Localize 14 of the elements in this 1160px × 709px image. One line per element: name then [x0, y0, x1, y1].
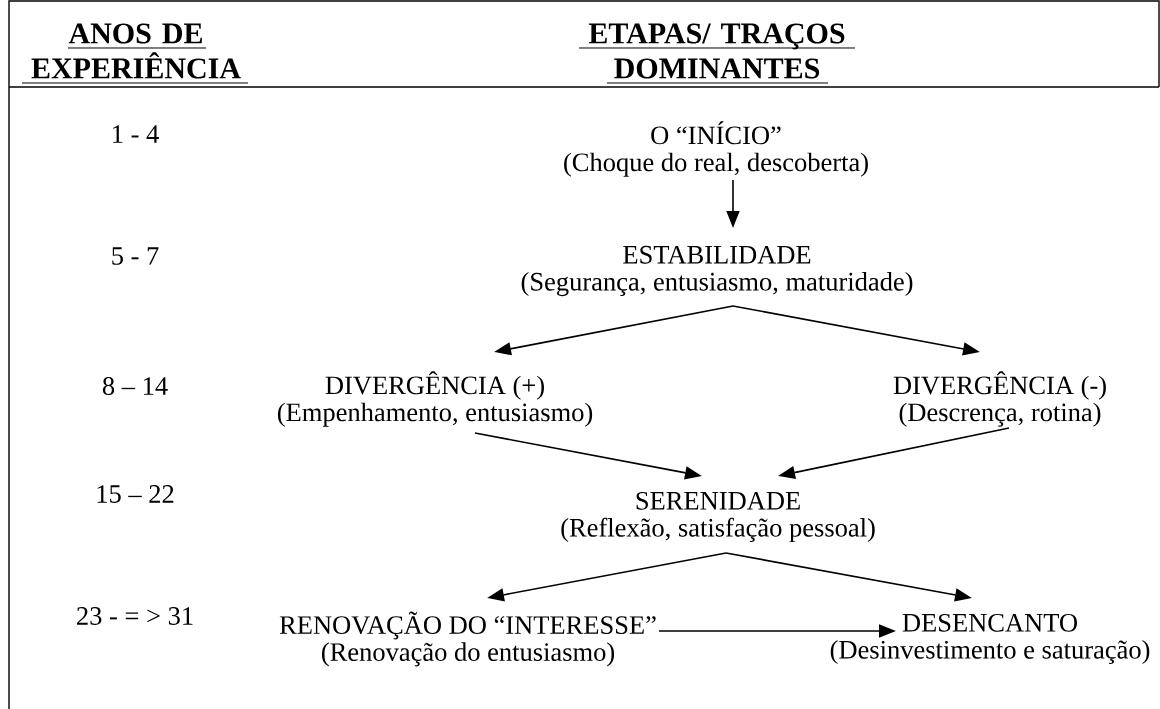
year-range: 1 - 4: [113, 125, 159, 143]
stage-text: SERENIDADE (Reflexão, satisfação pessoal): [561, 491, 875, 543]
column-header: ANOS DE EXPERIÊNCIA: [31, 23, 241, 79]
year-range: 8 – 14: [102, 377, 168, 395]
stage-text: DESENCANTO (Desinvestimento e saturação): [830, 613, 1150, 665]
stage-text: ESTABILIDADE (Segurança, entusiasmo, maturidade): [521, 245, 913, 297]
year-range: 5 - 7: [112, 247, 159, 265]
column-header: ETAPAS/ TRAÇOS DOMINANTES: [588, 23, 845, 79]
stage-text: DIVERGÊNCIA (+) (Empenhamento, entusiasmo): [277, 371, 593, 427]
stage-text: DIVERGÊNCIA (-) (Descrença, rotina): [893, 371, 1106, 427]
year-range: 23 - = > 31: [77, 607, 193, 625]
year-range: 15 – 22: [97, 485, 174, 503]
stage-text: O “INÍCIO” (Choque do real, descoberta): [564, 121, 868, 177]
stage-text: RENOVAÇÃO DO “INTERESSE” (Renovação do entusiasmo): [279, 611, 656, 667]
